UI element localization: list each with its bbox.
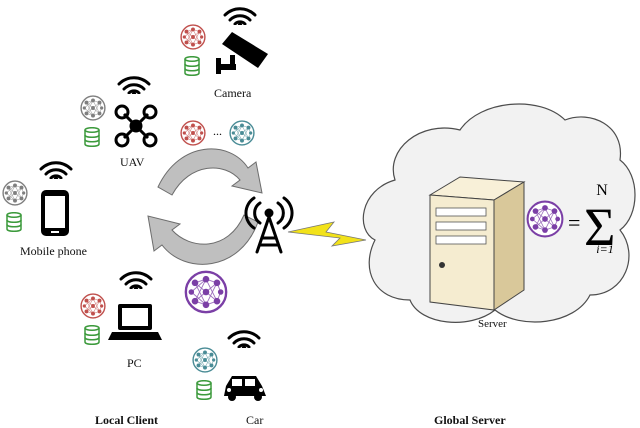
wifi-icon [227,330,261,348]
uploaded-model-icon-2 [229,120,255,146]
database-icon [196,380,212,400]
car-device [192,330,266,401]
local-model-icon [192,347,218,373]
lightning-link-icon [287,221,367,247]
formula-upper-limit: N [596,182,608,199]
antenna-tower-icon [244,196,294,254]
aggregated-model-icon [184,270,228,314]
formula-lower-limit: i=1 [596,242,613,256]
local-model-icon [2,180,28,206]
local-model-icon [180,24,206,50]
download-arrow [147,214,259,265]
uav-device [80,76,158,148]
equals-sign: = [568,210,580,235]
global-model-icon [526,200,564,238]
camera-icon [216,32,268,74]
pc-label: PC [127,356,142,370]
pc-device [80,271,162,345]
car-icon [224,376,266,401]
database-icon [84,325,100,345]
drone-icon [114,104,158,148]
database-icon [184,56,200,76]
wifi-icon [223,7,257,25]
uav-label: UAV [120,155,145,169]
wifi-icon [119,271,153,289]
upload-arrow [157,148,263,196]
local-client-label: Local Client [95,413,158,427]
model-ellipsis: ... [213,124,222,138]
summation-symbol: Σ [584,197,615,257]
database-icon [84,127,100,147]
uploaded-model-icon-1 [180,120,206,146]
smartphone-icon [41,190,69,236]
laptop-icon [108,304,162,340]
wifi-icon [39,161,73,179]
mobile-phone-device [2,161,73,236]
server-label: Server [478,318,507,330]
server-icon [428,176,526,311]
car-label: Car [246,413,264,427]
local-model-icon [80,95,106,121]
local-model-icon [80,293,106,319]
global-server-label: Global Server [434,413,506,427]
database-icon [6,212,22,232]
camera-device [180,7,268,76]
camera-label: Camera [214,86,252,100]
wifi-icon [117,76,151,94]
mobile-phone-label: Mobile phone [20,244,87,258]
